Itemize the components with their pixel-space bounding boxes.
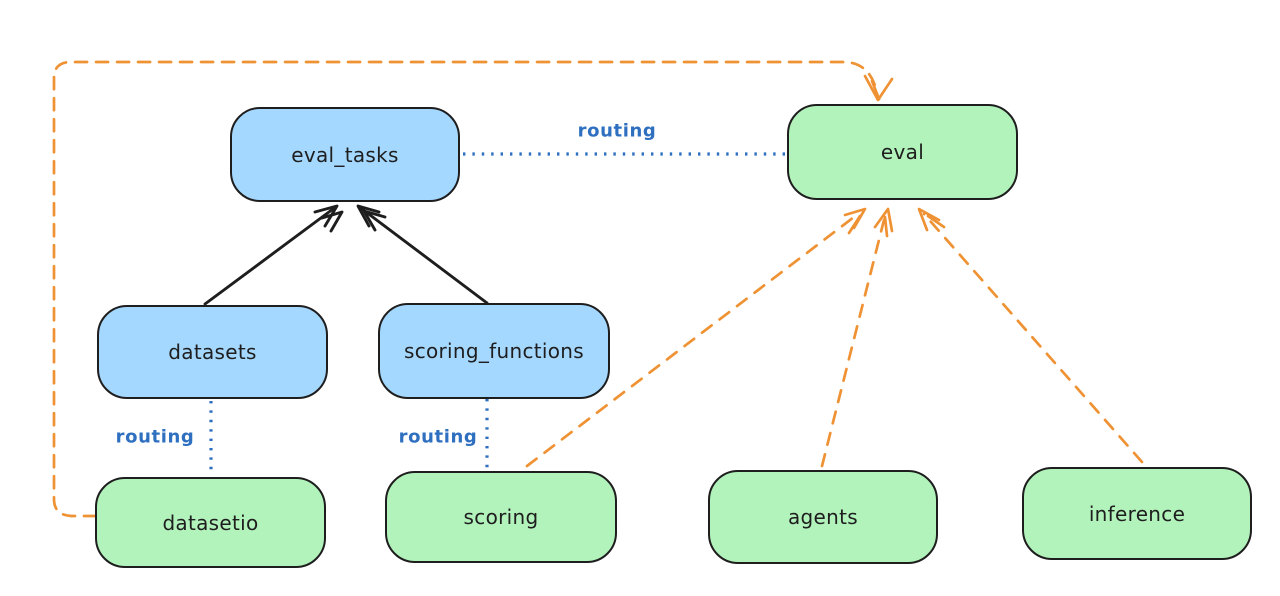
node-eval: eval (787, 104, 1018, 200)
node-datasetio-label: datasetio (162, 510, 259, 535)
node-agents: agents (708, 470, 938, 564)
edge-inference-to-eval (917, 207, 1144, 464)
edge-scoring-functions-to-eval-tasks (356, 204, 489, 305)
edge-label-routing-datasets-datasetio: routing (115, 426, 195, 448)
node-agents-label: agents (788, 505, 858, 529)
node-datasets-label: datasets (168, 340, 257, 364)
node-datasetio: datasetio (95, 477, 326, 568)
edge-label-routing-scoring-functions-scoring: routing (398, 426, 478, 448)
edge-scoring-to-eval (525, 207, 867, 468)
edge-datasets-to-eval-tasks (203, 204, 344, 306)
edge-datasetio-to-eval (52, 60, 894, 518)
node-eval-label: eval (880, 140, 925, 164)
node-scoring-functions-label: scoring_functions (403, 339, 585, 363)
node-datasets: datasets (97, 305, 328, 399)
node-scoring-functions: scoring_functions (378, 303, 610, 399)
node-eval-tasks-label: eval_tasks (291, 142, 399, 167)
edge-label-routing-eval-tasks-eval: routing (577, 120, 657, 142)
node-scoring-label: scoring (463, 505, 539, 529)
edge-agents-to-eval (820, 207, 894, 468)
node-eval-tasks: eval_tasks (230, 107, 460, 202)
node-inference: inference (1022, 467, 1252, 560)
node-scoring: scoring (385, 471, 617, 563)
node-inference-label: inference (1088, 501, 1186, 526)
